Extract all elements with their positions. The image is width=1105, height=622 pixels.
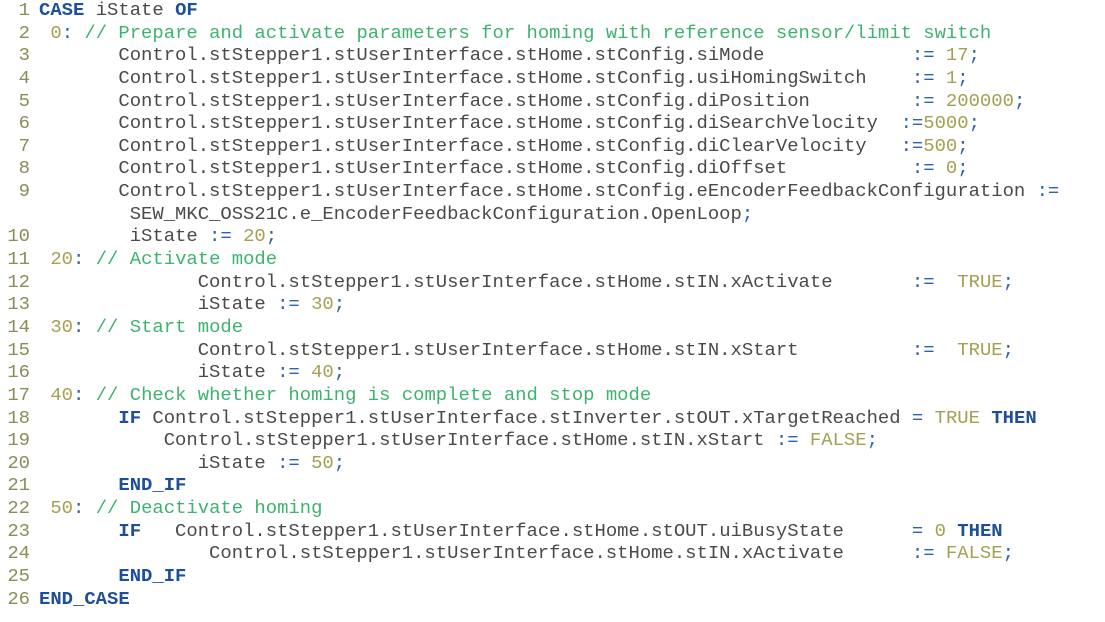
code-text: iState := 20; [39,225,278,248]
code-text: Control.stStepper1.stUserInterface.stHom… [39,66,969,89]
line-number: 5 [18,89,30,112]
code-text: Control.stStepper1.stUserInterface.stHom… [39,542,1014,565]
code-line: 11 20: // Activate mode [0,248,1059,271]
line-number: 16 [7,361,30,384]
code-text: Control.stStepper1.stUserInterface.stHom… [39,180,1060,203]
line-number: 21 [7,474,30,497]
code-line: 22 50: // Deactivate homing [0,497,1059,520]
line-number: 14 [7,315,30,338]
code-line: SEW_MKC_OSS21C.e_EncoderFeedbackConfigur… [0,203,1059,226]
code-text: Control.stStepper1.stUserInterface.stHom… [39,44,980,67]
line-number: 26 [7,587,30,610]
line-number: 9 [18,180,30,203]
code-text: Control.stStepper1.stUserInterface.stHom… [39,157,969,180]
line-number: 12 [7,270,30,293]
code-line: 3 Control.stStepper1.stUserInterface.stH… [0,44,1059,67]
code-text: 0: // Prepare and activate parameters fo… [50,21,992,44]
code-line: 26 END_CASE [0,588,1059,611]
code-text: SEW_MKC_OSS21C.e_EncoderFeedbackConfigur… [39,202,754,225]
code-text: Control.stStepper1.stUserInterface.stHom… [39,134,969,157]
line-number: 13 [7,293,30,316]
code-text: 20: // Activate mode [50,248,278,271]
code-text: iState := 30; [39,293,346,316]
code-line: 19 Control.stStepper1.stUserInterface.st… [0,429,1059,452]
code-line: 9 Control.stStepper1.stUserInterface.stH… [0,180,1060,203]
code-line: 12 Control.stStepper1.stUserInterface.st… [0,271,1059,294]
line-number: 7 [18,134,30,157]
line-number: 11 [7,248,30,271]
code-text: iState := 50; [39,451,346,474]
line-number: 2 [18,21,30,44]
code-line: 6 Control.stStepper1.stUserInterface.stH… [0,112,1059,135]
line-number: 24 [7,542,30,565]
code-line: 24 Control.stStepper1.stUserInterface.st… [0,542,1059,565]
code-text: 30: // Start mode [50,315,244,338]
code-line: 1 CASE iState OF [0,0,1059,22]
code-line: 25 END_IF [0,565,1059,588]
code-line: 10 iState := 20; [0,225,1059,248]
line-number: 4 [18,66,30,89]
code-text: Control.stStepper1.stUserInterface.stHom… [39,112,980,135]
code-text: iState := 40; [39,361,346,384]
line-number [0,203,39,226]
code-line: 8 Control.stStepper1.stUserInterface.stH… [0,157,1059,180]
code-line: 13 iState := 30; [0,293,1059,316]
code-line: 15 Control.stStepper1.stUserInterface.st… [0,339,1059,362]
code-text: IF Control.stStepper1.stUserInterface.st… [118,519,1003,542]
code-line: 23 IF Control.stStepper1.stUserInterface… [0,520,1059,543]
line-number: 1 [18,0,30,21]
line-number: 18 [7,406,30,429]
code-text: 40: // Check whether homing is complete … [50,383,652,406]
line-number: 10 [7,225,30,248]
code-text: IF Control.stStepper1.stUserInterface.st… [118,406,1037,429]
code-line: 18 IF Control.stStepper1.stUserInterface… [0,407,1059,430]
line-number: 17 [7,383,30,406]
code-line: 2 0: // Prepare and activate parameters … [0,22,1059,45]
line-number: 20 [7,451,30,474]
line-number: 23 [7,519,30,542]
code-line: 16 iState := 40; [0,361,1059,384]
line-number: 3 [18,44,30,67]
code-line: 5 Control.stStepper1.stUserInterface.stH… [0,90,1059,113]
code-text: END_IF [118,565,187,588]
code-text: Control.stStepper1.stUserInterface.stHom… [39,429,878,452]
code-text: 50: // Deactivate homing [50,497,323,520]
code-line: 14 30: // Start mode [0,316,1059,339]
line-number: 22 [7,497,30,520]
code-text: CASE iState OF [39,0,198,21]
code-line: 17 40: // Check whether homing is comple… [0,384,1059,407]
line-number: 25 [7,565,30,588]
code-text: END_IF [118,474,187,497]
code-line: 7 Control.stStepper1.stUserInterface.stH… [0,135,1059,158]
line-number: 19 [7,429,30,452]
line-number: 15 [7,338,30,361]
line-number: 6 [18,112,30,135]
code-text: Control.stStepper1.stUserInterface.stHom… [39,89,1026,112]
code-text: Control.stStepper1.stUserInterface.stHom… [39,270,1014,293]
code-text: END_CASE [39,587,130,610]
line-number: 8 [18,157,30,180]
code-line: 21 END_IF [0,474,1059,497]
code-line: 4 Control.stStepper1.stUserInterface.stH… [0,67,1059,90]
code-line: 20 iState := 50; [0,452,1059,475]
code-text: Control.stStepper1.stUserInterface.stHom… [39,338,1014,361]
